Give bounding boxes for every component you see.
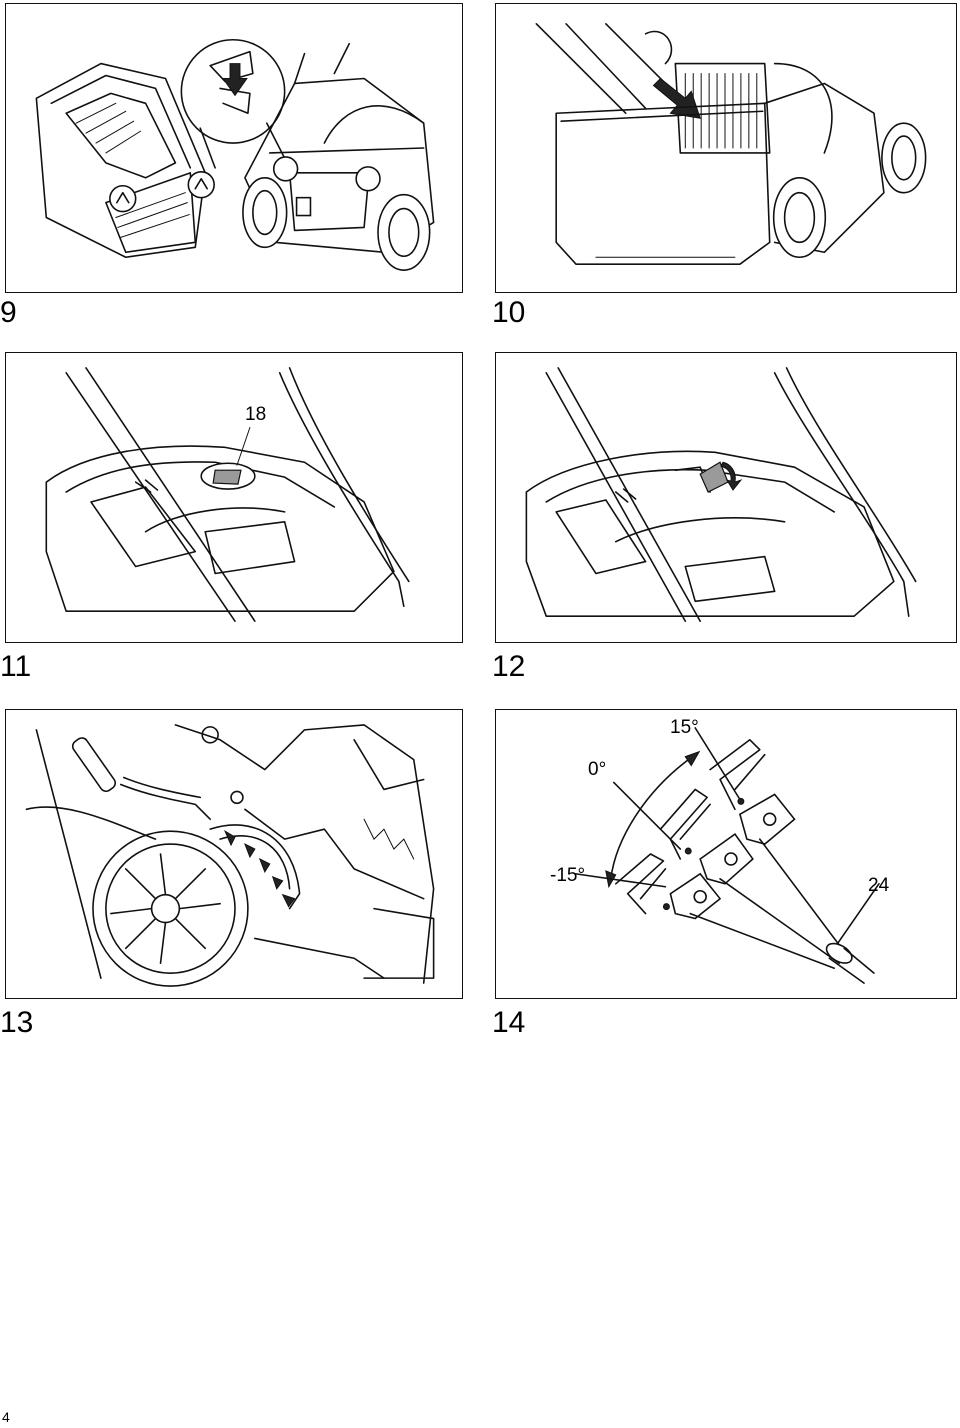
page-number: 4 — [2, 1409, 10, 1425]
figure-14-panel — [495, 709, 957, 999]
figure-9-illustration — [35, 38, 435, 271]
figure-10-illustration — [535, 23, 927, 265]
figure-14-callout-24: 24 — [868, 875, 890, 896]
figure-13-illustration — [25, 724, 435, 987]
figure-14-number: 14 — [492, 1006, 526, 1039]
figure-11-panel — [5, 352, 463, 643]
figure-9-number: 9 — [0, 296, 17, 329]
arrow-down-icon — [222, 63, 248, 97]
angle-arrow-icon — [605, 750, 701, 889]
hook-icon — [109, 184, 137, 213]
figure-13-panel — [5, 709, 463, 999]
figure-10-number: 10 — [492, 296, 526, 329]
figure-14-callout-minus-15-deg: -15° — [550, 865, 586, 886]
height-adjust-lever — [71, 737, 117, 793]
hook-icon — [272, 156, 299, 182]
rotate-arrow-icon — [720, 461, 743, 491]
figure-14-callout-0-deg: 0° — [588, 759, 607, 780]
figure-12-illustration — [525, 367, 917, 622]
hook-icon — [355, 166, 381, 192]
figure-14-callout-15-deg: 15° — [670, 717, 699, 738]
figure-14-illustration — [575, 727, 880, 984]
figure-12-panel — [495, 352, 957, 643]
figure-10-panel — [495, 3, 957, 293]
hook-icon — [187, 171, 215, 199]
figure-12-number: 12 — [492, 650, 526, 683]
safety-key-slot — [212, 469, 242, 485]
figure-11-number: 11 — [0, 650, 32, 683]
height-notches — [224, 829, 296, 908]
figure-13-number: 13 — [0, 1006, 34, 1039]
figure-11-callout-18: 18 — [245, 404, 267, 425]
cable-clip — [825, 942, 853, 964]
figure-11-illustration — [45, 367, 410, 622]
figure-9-panel — [5, 3, 463, 293]
